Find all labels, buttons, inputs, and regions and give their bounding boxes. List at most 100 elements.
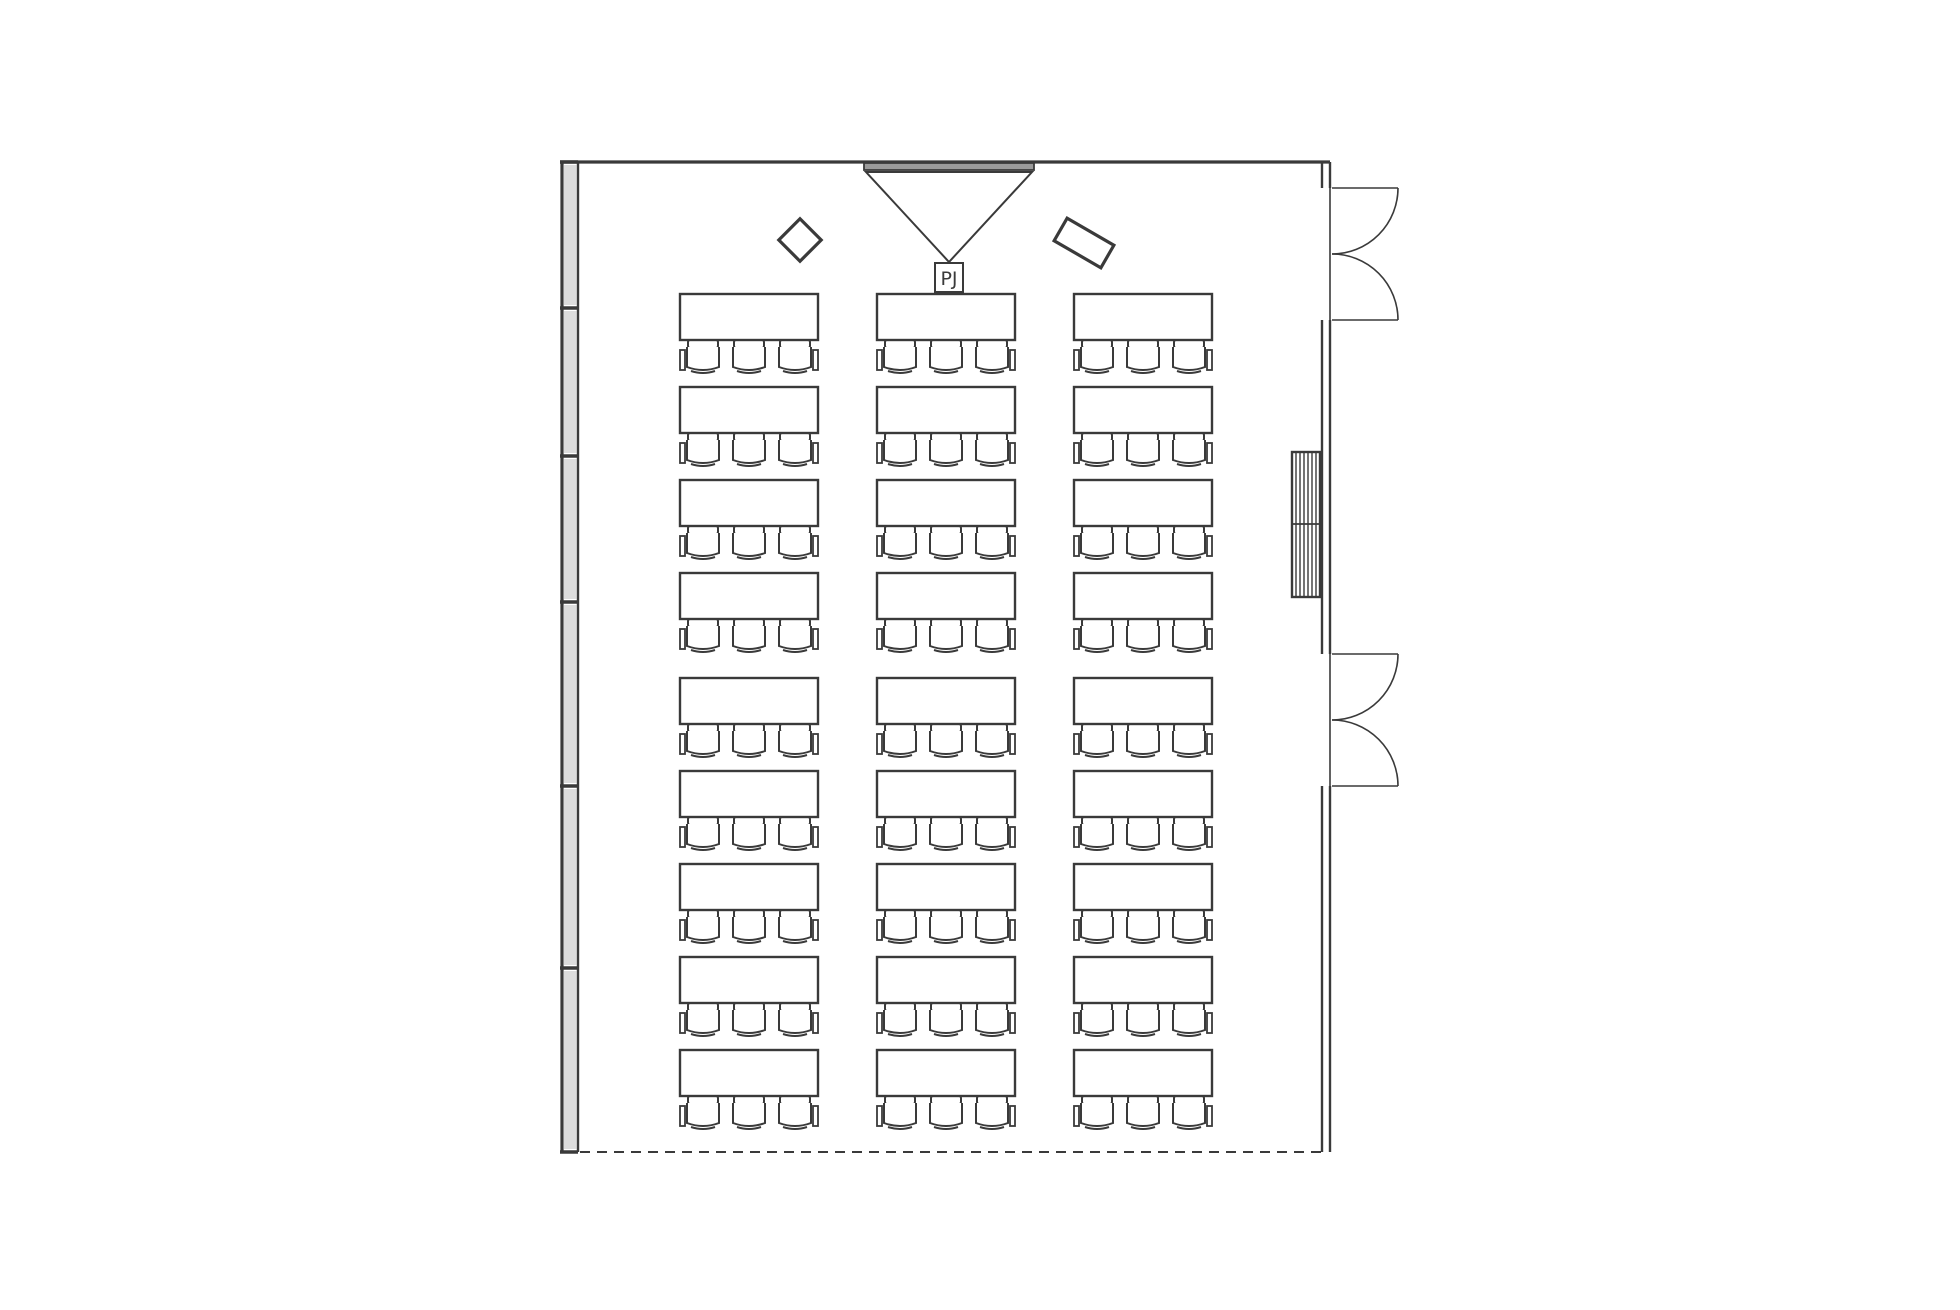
chair-front — [1130, 370, 1156, 374]
chair-seat — [1080, 1103, 1114, 1127]
chair-seat-back — [1081, 723, 1113, 733]
chair-seat-back — [1173, 432, 1205, 442]
chair-seat-back — [884, 339, 916, 349]
table — [678, 292, 820, 342]
table-leg — [1009, 826, 1016, 848]
chair — [975, 339, 1009, 374]
chair-front — [782, 1126, 808, 1130]
chair-seat — [686, 1010, 720, 1034]
chair — [1126, 723, 1160, 758]
chair — [1172, 525, 1206, 560]
chair-seat-back — [733, 432, 765, 442]
table-group — [875, 292, 1017, 374]
table-leg — [1073, 826, 1080, 848]
table-leg — [679, 919, 686, 941]
chair-seat-back — [1127, 618, 1159, 628]
chair-seat — [732, 626, 766, 650]
table — [678, 478, 820, 528]
chair — [929, 525, 963, 560]
chair-seat — [975, 824, 1009, 848]
chair — [778, 432, 812, 467]
chair — [686, 1095, 720, 1130]
chair-seat — [1172, 1103, 1206, 1127]
door-opening — [1320, 654, 1332, 786]
chair-front — [1130, 463, 1156, 467]
chair-seat-back — [779, 525, 811, 535]
chair-front — [736, 463, 762, 467]
table-leg — [1206, 535, 1213, 557]
table-leg — [1073, 349, 1080, 371]
chair-seat-back — [884, 525, 916, 535]
chair — [883, 909, 917, 944]
chair-seat — [732, 824, 766, 848]
chair-seat-back — [779, 432, 811, 442]
chair — [883, 525, 917, 560]
chair — [1126, 816, 1160, 851]
table — [875, 955, 1017, 1005]
chair-front — [1176, 463, 1202, 467]
chair-seat-back — [1081, 909, 1113, 919]
chair — [929, 909, 963, 944]
chair-seat-back — [779, 816, 811, 826]
chair-seat — [732, 347, 766, 371]
table-group — [678, 292, 820, 374]
table-leg — [1206, 349, 1213, 371]
table — [1072, 478, 1214, 528]
chair-seat — [883, 440, 917, 464]
chair — [686, 723, 720, 758]
chair-front — [1084, 649, 1110, 653]
chair-seat — [1126, 626, 1160, 650]
chair-front — [1176, 649, 1202, 653]
table-leg — [876, 1012, 883, 1034]
chair — [883, 618, 917, 653]
chair-front — [690, 754, 716, 758]
chair-front — [1176, 1033, 1202, 1037]
chair-seat — [975, 731, 1009, 755]
chair — [929, 432, 963, 467]
chair-front — [887, 370, 913, 374]
table-leg — [1206, 1012, 1213, 1034]
projector-label: PJ — [940, 268, 957, 290]
speaker-left — [776, 216, 824, 264]
table-leg — [876, 349, 883, 371]
chair-seat-back — [1127, 909, 1159, 919]
table-group — [1072, 862, 1214, 944]
table-leg — [876, 733, 883, 755]
chair-front — [1130, 649, 1156, 653]
chair — [929, 723, 963, 758]
chair-front — [736, 370, 762, 374]
chair-front — [782, 940, 808, 944]
chair-front — [1084, 1033, 1110, 1037]
chair — [975, 1002, 1009, 1037]
chair-front — [1130, 1126, 1156, 1130]
chair — [929, 1095, 963, 1130]
chair — [732, 1095, 766, 1130]
chair — [1080, 339, 1114, 374]
door-opening — [1320, 188, 1332, 320]
chair-front — [1084, 463, 1110, 467]
chair — [686, 432, 720, 467]
table-leg — [1009, 1105, 1016, 1127]
table — [1072, 676, 1214, 726]
table — [678, 1048, 820, 1098]
table-leg — [812, 826, 819, 848]
chair-front — [979, 556, 1005, 560]
chair-front — [933, 754, 959, 758]
chair — [732, 909, 766, 944]
chair-seat-back — [884, 909, 916, 919]
chair-front — [736, 1126, 762, 1130]
chair-front — [690, 649, 716, 653]
table-group — [1072, 955, 1214, 1037]
speaker-right — [1051, 216, 1117, 270]
chair-front — [979, 370, 1005, 374]
chair-front — [887, 1033, 913, 1037]
table-group — [1072, 292, 1214, 374]
table-group — [875, 769, 1017, 851]
radiator — [1290, 450, 1322, 599]
chair-seat — [1172, 917, 1206, 941]
chair-front — [690, 940, 716, 944]
table-leg — [876, 919, 883, 941]
chair-seat-back — [1081, 816, 1113, 826]
chair — [686, 618, 720, 653]
chair-front — [736, 1033, 762, 1037]
